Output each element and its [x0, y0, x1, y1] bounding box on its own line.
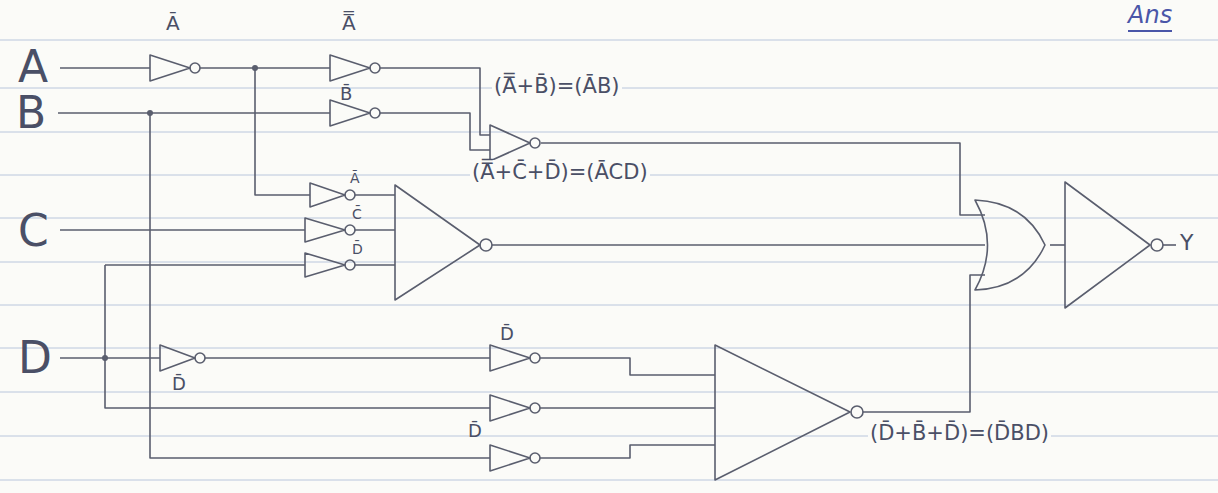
- signal-name: D̄: [468, 421, 482, 442]
- input-name: D: [18, 333, 52, 384]
- answer-mark: Ans: [1128, 2, 1172, 32]
- output-name: Y: [1180, 230, 1193, 255]
- gate-symbols: [150, 55, 1163, 480]
- junction-dots: [102, 65, 258, 361]
- input-name: A: [18, 42, 48, 93]
- boolean-expression: (A̿+C̄+D̄)=(ĀCD): [470, 160, 650, 184]
- signal-name: D̄: [500, 324, 514, 345]
- paper-ruling: [0, 40, 1218, 480]
- boolean-expression: (A̿+B̄)=(ĀB): [492, 74, 622, 98]
- signal-name: D̄: [172, 374, 186, 395]
- signal-name: C̄: [352, 206, 362, 222]
- wires: [58, 68, 1176, 458]
- signal-name: A̿: [342, 12, 356, 35]
- boolean-expression: (D̄+B̄+D̄)=(D̄BD): [868, 421, 1051, 445]
- signal-name: D̄: [352, 241, 363, 257]
- input-name: B: [16, 88, 46, 139]
- signal-name: Ā: [350, 170, 360, 186]
- signal-name: Ā: [166, 12, 180, 35]
- input-name: C: [18, 206, 49, 257]
- signal-name: B̄: [340, 84, 352, 105]
